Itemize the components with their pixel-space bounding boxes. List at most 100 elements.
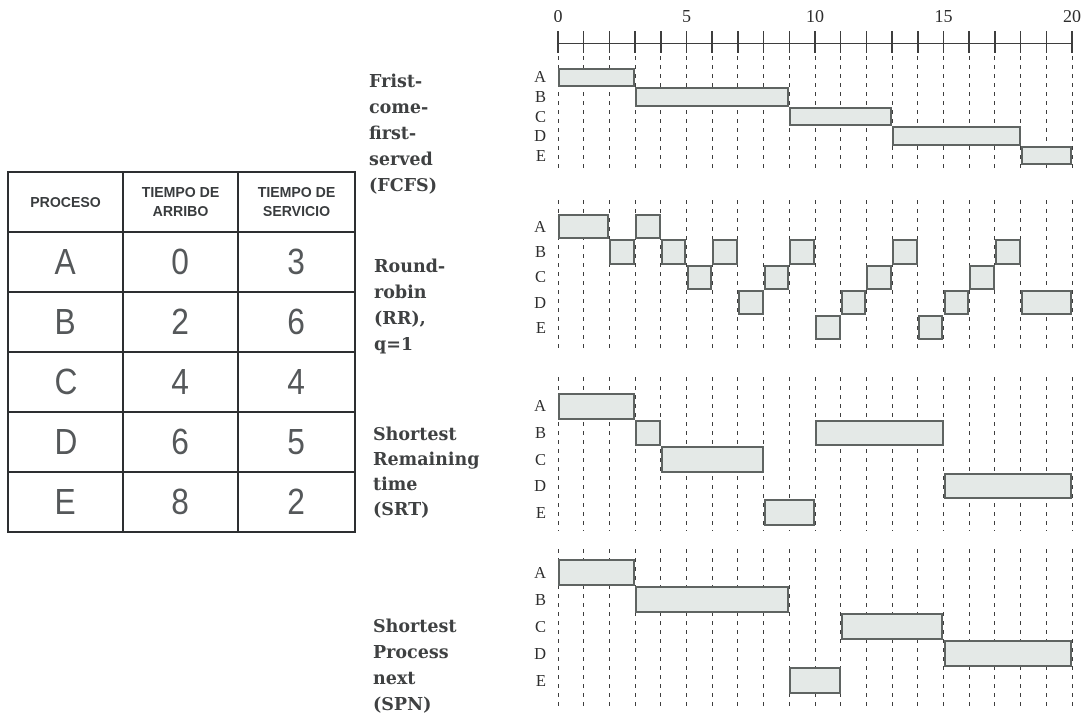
algorithm-label-line: (SRT) [373,500,430,520]
axis-tick-label: 20 [1063,6,1081,26]
gantt-bar-rr-d [737,289,764,316]
gridline [686,56,687,173]
cell-servicio-d: 5 [237,411,356,473]
gridline [788,377,790,531]
row-label-b: B [534,422,546,442]
gridline [917,377,919,531]
gantt-bar-rr-b [994,239,1021,265]
gridline [1071,200,1073,348]
gridline [660,56,662,173]
cell-text: 2 [287,481,306,522]
algorithm-label-line: Shortest Process [373,617,457,663]
algorithm-label-line: Remaining time [373,450,480,495]
gridline [583,549,585,711]
axis-tick [942,31,945,53]
cell-text: E [54,481,77,522]
gantt-bar-fcfs-d [892,126,1021,146]
cell-servicio-a: 3 [237,231,356,293]
gantt-bar-rr-c [866,264,893,290]
row-label-c: C [534,449,546,469]
cell-arribo-e: 8 [122,471,239,533]
row-label-e: E [535,145,546,165]
gridline [608,377,610,531]
gantt-bar-fcfs-a [558,67,636,88]
gantt-bar-rr-b [609,239,636,265]
gantt-bar-rr-a [635,214,661,240]
gridline [814,377,816,531]
gridline [917,56,919,173]
axis-tick-label: 10 [806,6,824,26]
table-row-c: C 4 4 [7,351,356,413]
table-row-b: B 2 6 [7,291,356,353]
axis-tick [994,31,996,53]
row-label-a: A [534,396,546,416]
gridline [994,377,996,531]
gridline [763,549,765,711]
col-header-tiempo-arribo: TIEMPO DE ARRIBO [122,171,239,233]
gridline [711,549,713,711]
cell-proceso-c: C [7,351,124,413]
row-label-b: B [534,589,546,609]
row-label-a: A [534,67,546,87]
gridline [634,549,636,711]
cell-arribo-c: 4 [122,351,239,413]
col-header-arribo-label: TIEMPO DE ARRIBO [141,184,220,220]
row-label-d: D [534,643,546,663]
gridline [788,200,790,348]
cell-proceso-a: A [7,231,124,293]
axis-tick [1019,31,1022,53]
gantt-bar-rr-d [943,289,970,316]
gantt-bar-rr-c [686,264,713,290]
algorithm-label-line: next (SPN) [373,669,432,715]
gridline [737,200,739,348]
axis-tick [1045,31,1048,53]
cell-text: 2 [171,301,190,342]
algorithm-label-spn: Shortest Process next (SPN) [373,614,456,718]
gantt-bar-rr-d [840,289,867,316]
cell-servicio-e: 2 [237,471,356,533]
cell-text: D [54,421,77,462]
gridline [583,200,585,348]
gridline [1020,549,1022,711]
table-row-a: A 0 3 [7,231,356,293]
cell-proceso-d: D [7,411,124,473]
gridline [943,200,944,348]
gantt-bar-spn-e [789,667,841,694]
row-label-e: E [535,670,546,690]
algorithm-label-line: Frist-come-first- [369,72,429,144]
gridline [891,377,893,531]
gridline [583,56,585,173]
cell-text: 3 [287,241,306,282]
cell-servicio-b: 6 [237,291,356,353]
algorithm-label-rr: Round-robin(RR), q=1 [374,254,445,358]
gantt-bar-rr-e [815,315,841,341]
gridline [583,377,585,531]
axis-tick [865,31,868,53]
cell-proceso-b: B [7,291,124,353]
gridline [1020,377,1022,531]
gantt-bar-rr-c [763,264,790,290]
cell-text: 8 [171,481,190,522]
gridline [763,377,765,531]
axis-tick [660,31,662,53]
axis-tick [582,31,585,53]
axis-tick [788,31,791,53]
cell-text: 5 [287,421,306,462]
gridline [865,377,867,531]
table-row-d: D 6 5 [7,411,356,473]
cell-servicio-c: 4 [237,351,356,413]
gridline [891,200,893,348]
axis-tick [634,31,636,53]
axis-tick [917,31,919,53]
gantt-bar-fcfs-c [789,106,893,127]
gridline [634,200,636,348]
gridline [994,549,996,711]
row-label-a: A [534,216,546,236]
gridline [634,377,636,531]
row-label-e: E [535,502,546,522]
gridline [1045,200,1047,348]
gantt-bar-srt-e [763,499,815,526]
axis-tick [557,31,559,53]
algorithm-label-line: served (FCFS) [369,150,437,196]
gantt-bar-srt-a [558,393,636,420]
